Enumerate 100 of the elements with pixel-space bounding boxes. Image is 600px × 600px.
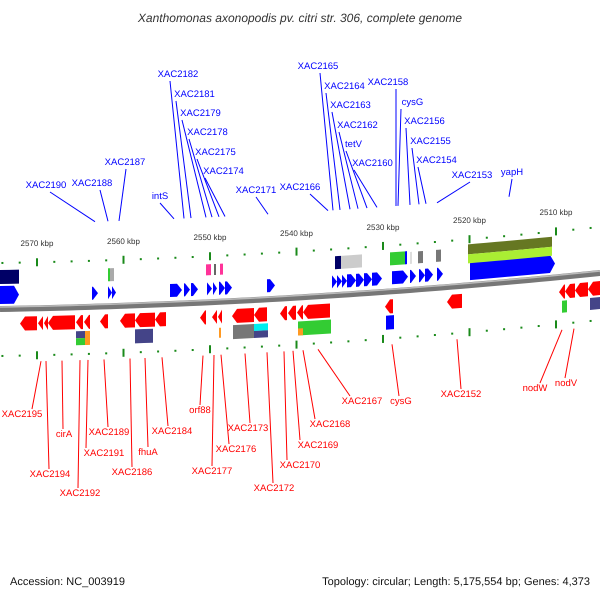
title: Xanthomonas axonopodis pv. citri str. 306, complete genome bbox=[138, 12, 462, 24]
leader-line bbox=[212, 354, 214, 466]
leader-line bbox=[244, 353, 250, 424]
gene-label: XAC2190 bbox=[26, 180, 66, 192]
gene-label: XAC2160 bbox=[352, 158, 393, 170]
leader-line bbox=[200, 355, 204, 406]
footer-text: Accession: NC_003919 bbox=[10, 576, 125, 588]
leader-line bbox=[284, 350, 288, 460]
gene-label: XAC2168 bbox=[310, 419, 350, 431]
gene-label: XAC2191 bbox=[84, 448, 124, 460]
gene-label: XAC2176 bbox=[216, 444, 256, 456]
gene-label: XAC2186 bbox=[112, 467, 152, 479]
leader-line bbox=[176, 100, 192, 219]
gene-label: cirA bbox=[56, 429, 72, 441]
gene-label: XAC2184 bbox=[152, 426, 192, 438]
leader-line bbox=[540, 329, 562, 384]
leader-line bbox=[406, 128, 410, 206]
leader-line bbox=[170, 80, 184, 219]
leader-line bbox=[326, 92, 340, 210]
gene-label: XAC2154 bbox=[416, 155, 457, 167]
leader-line bbox=[188, 138, 212, 218]
leader-line bbox=[508, 178, 512, 198]
gene-label: XAC2194 bbox=[30, 469, 70, 481]
gene-label: XAC2152 bbox=[440, 389, 482, 401]
leader-line bbox=[412, 148, 420, 205]
gene-label: XAC2171 bbox=[236, 185, 276, 197]
gene-label: nodW bbox=[522, 383, 548, 395]
leader-line bbox=[456, 338, 462, 390]
gene-label: XAC2169 bbox=[298, 440, 338, 452]
leader-line bbox=[100, 190, 108, 222]
gene-label: XAC2170 bbox=[280, 460, 320, 472]
leader-line bbox=[196, 158, 220, 218]
scale-label: 2520 kbp bbox=[453, 215, 486, 228]
gene-label: fhuA bbox=[138, 447, 158, 459]
gene-label: XAC2173 bbox=[228, 423, 268, 435]
leader-line bbox=[320, 72, 334, 211]
gene-label: XAC2192 bbox=[60, 488, 100, 500]
scale-label: 2560 kbp bbox=[107, 236, 140, 248]
gene-label: XAC2182 bbox=[158, 69, 198, 81]
gene-label: XAC2172 bbox=[254, 483, 294, 495]
leader-line bbox=[564, 328, 574, 378]
gene-label: XAC2181 bbox=[174, 89, 215, 101]
leader-line bbox=[118, 168, 126, 222]
scale-label: 2550 kbp bbox=[194, 232, 226, 244]
gene-label: XAC2158 bbox=[368, 77, 408, 89]
scale-label: 2570 kbp bbox=[20, 238, 54, 250]
gene-label: XAC2155 bbox=[410, 136, 451, 148]
leader-line bbox=[204, 178, 226, 217]
gene-label: cysG bbox=[402, 97, 424, 109]
leader-line bbox=[302, 350, 316, 420]
leader-line bbox=[256, 196, 268, 215]
gene-label: XAC2167 bbox=[342, 396, 382, 408]
gene-label: XAC2165 bbox=[298, 61, 338, 73]
leader-line bbox=[338, 132, 358, 210]
gene-label: intS bbox=[152, 191, 168, 203]
gene-label: yapH bbox=[500, 167, 524, 179]
footer-text: Topology: circular; Length: 5,175,554 bp; Genes: 4,373 bbox=[322, 576, 590, 588]
leader-line bbox=[436, 182, 470, 204]
leader-line bbox=[398, 108, 402, 206]
leader-line bbox=[292, 350, 300, 440]
gene-label: XAC2162 bbox=[337, 120, 378, 132]
leader-line bbox=[332, 112, 350, 210]
leader-line bbox=[318, 348, 350, 396]
gene-label: XAC2156 bbox=[404, 116, 445, 128]
scale-label: 2510 kbp bbox=[540, 207, 572, 220]
gene-label: cysG bbox=[390, 396, 412, 408]
gene-label: XAC2179 bbox=[180, 108, 221, 120]
gene-label: XAC2189 bbox=[88, 427, 130, 439]
gene-label: XAC2164 bbox=[324, 81, 365, 93]
leader-line bbox=[220, 354, 230, 444]
leader-line bbox=[32, 360, 42, 410]
leader-line bbox=[182, 120, 206, 218]
gene-label: tetV bbox=[345, 139, 362, 151]
leader-line bbox=[266, 352, 274, 484]
leader-line bbox=[86, 359, 88, 448]
leader-line bbox=[130, 358, 132, 468]
leader-line bbox=[62, 360, 64, 430]
leader-line bbox=[160, 202, 174, 220]
gene-label: XAC2163 bbox=[330, 100, 371, 112]
gene-label: XAC2166 bbox=[280, 182, 320, 194]
leader-line bbox=[354, 170, 378, 208]
gene-label: XAC2195 bbox=[2, 409, 42, 421]
leader-line bbox=[144, 358, 148, 448]
leader-line bbox=[162, 356, 168, 426]
leader-line bbox=[78, 360, 80, 488]
gene-label: XAC2187 bbox=[104, 157, 146, 169]
leader-line bbox=[50, 192, 96, 222]
gene-label: orf88 bbox=[189, 405, 211, 417]
scale-label: 2530 kbp bbox=[366, 222, 400, 234]
gene-label: XAC2175 bbox=[195, 147, 236, 159]
gene-label: XAC2174 bbox=[203, 166, 244, 178]
leader-line bbox=[310, 194, 328, 212]
leader-line bbox=[346, 150, 368, 209]
gene-label: XAC2177 bbox=[192, 466, 232, 478]
leader-line bbox=[418, 166, 426, 204]
leader-line bbox=[46, 360, 50, 470]
gene-label: XAC2188 bbox=[72, 178, 112, 190]
gene-label: nodV bbox=[554, 378, 578, 390]
leader-line bbox=[392, 344, 400, 396]
gene-label: XAC2178 bbox=[187, 127, 228, 139]
